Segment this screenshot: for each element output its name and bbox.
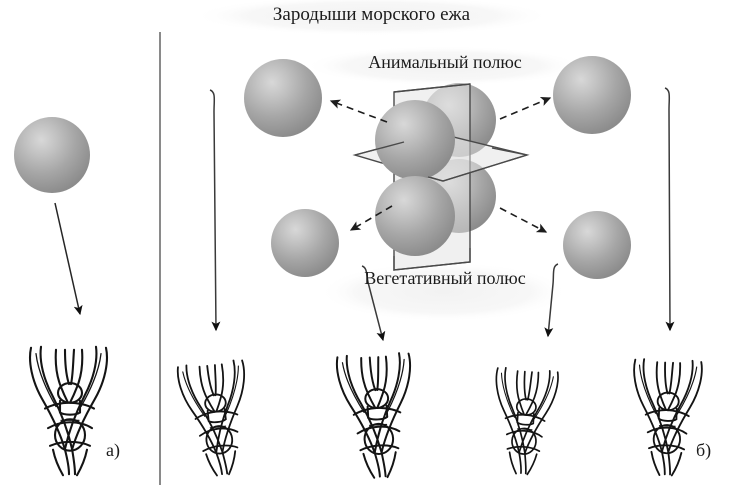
larva-a [28, 345, 109, 477]
separated-egg-top-left [244, 59, 322, 137]
dashed-arrow-down-left [349, 205, 393, 231]
cluster-cell-bottom-left [375, 176, 455, 256]
single-egg [14, 117, 90, 193]
cluster-cell-top-left [375, 100, 455, 180]
panel-b-group [176, 56, 704, 481]
arrow-b-mid-right [544, 263, 559, 338]
separated-egg-bottom-left [271, 209, 339, 277]
four-cell-cluster [352, 83, 530, 271]
figure-title: Зародыши морского ежа [272, 4, 471, 25]
plane-front-edges [354, 83, 528, 271]
larva-b4 [629, 357, 704, 478]
panel-b-caption: б) [696, 440, 712, 460]
larva-b2 [335, 351, 417, 481]
arrow-b-far-right [664, 87, 675, 332]
separated-egg-top-right [553, 56, 631, 134]
arrow-a-egg-to-larva [54, 202, 83, 316]
separated-egg-bottom-right [563, 211, 631, 279]
panel-a-caption: а) [106, 440, 120, 460]
dashed-arrow-up-right [499, 97, 552, 120]
dashed-arrow-up-left [329, 99, 388, 123]
arrow-b-mid-left [361, 265, 386, 342]
animal-pole-label: Анимальный полюс [368, 52, 522, 72]
arrow-b-far-left [209, 89, 221, 332]
larva-b1 [176, 358, 256, 480]
dashed-arrow-down-right [499, 207, 548, 233]
development-arrows [209, 87, 675, 342]
text-halos [192, 0, 584, 322]
larva-b3 [488, 366, 560, 477]
panel-a-group [14, 117, 109, 477]
separation-arrows [329, 97, 552, 233]
vegetal-pole-label: Вегетативный полюс [364, 268, 526, 288]
